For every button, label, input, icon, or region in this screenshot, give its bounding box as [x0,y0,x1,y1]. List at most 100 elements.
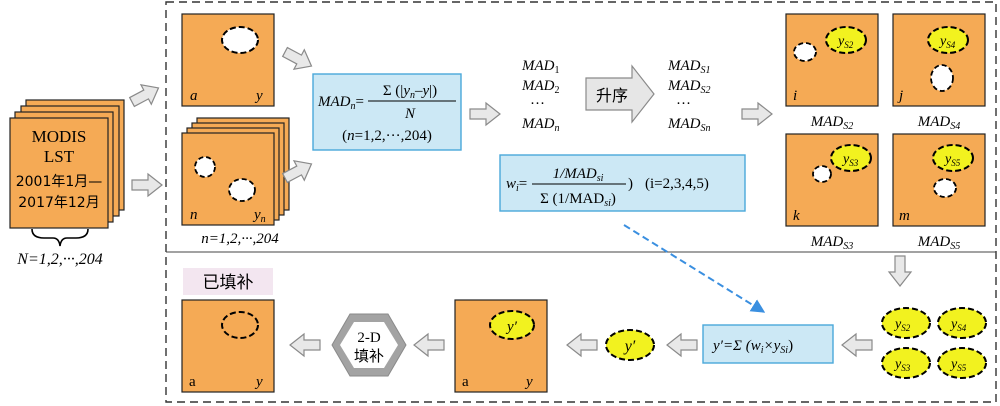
panel-k: yS3 k [785,133,879,227]
hex-line2: 填补 [354,347,384,365]
mad-sorted-sub-1: S1 [701,65,711,76]
mad-sorted-ellipsis: ··· [676,96,691,112]
panel-i-caption-sub: S2 [843,121,853,132]
svg-text:y′=Σ (wi×ySi): y′=Σ (wi×ySi) [711,338,793,356]
panel-i: yS2 i [785,13,879,107]
w-lhs: w [506,176,516,192]
panel-i-ell-sub: S2 [844,40,854,50]
brace-label: N=1,2,···,204 [16,251,102,268]
panel-j-ell: y [938,34,947,49]
mad-list: MAD1 MAD2 ··· MADn [521,58,560,134]
mad-lhs: MAD [317,94,351,110]
panel-k-ell-sub: S3 [849,158,859,168]
group-ell-y-1: y [893,317,902,332]
modis-lst-stack: MODIS LST 2001年1月— 2017年12月 [9,99,125,229]
panel-filled-var: y [254,374,263,390]
mad-list-ellipsis: ··· [530,96,545,112]
svg-text:MADn: MADn [521,116,560,134]
panel-m-ell-sub: S5 [951,158,961,168]
w-lhs-sub: i [516,183,519,194]
svg-text:yS5: yS5 [943,152,961,168]
svg-text:yS3: yS3 [893,357,911,373]
weight-formula-box: wi= 1/MADsi Σ (1/MADsi) ) (i=2,3,4,5) [499,154,746,212]
panel-k-caption: MAD [810,234,844,250]
svg-text:MADS5: MADS5 [917,234,961,252]
panel-i-ell: y [836,34,845,49]
svg-text:yS3: yS3 [841,152,859,168]
group-ell-y-2: y [949,317,958,332]
panel-filled: a y [181,299,275,393]
group-ell-sub-3: S3 [901,363,911,373]
panel-filled-corner: a [189,374,196,390]
panel-k-caption-sub: S3 [843,241,853,252]
svg-text:yS4: yS4 [949,317,967,333]
w-denominator: Σ (1/MAD [540,191,604,207]
mad-sorted-item-1: MAD [667,58,701,74]
panel-j: yS4 j [892,13,986,107]
panel-m-corner: m [899,208,910,224]
w-denominator-close: ) [611,191,616,207]
brace [31,228,89,247]
arrow-n-to-formula [281,159,313,184]
sum-sub-1: i [761,345,764,356]
arrow-sum-to-yprime [666,332,698,358]
mad-num-core: y [401,83,410,99]
modis-label: MODIS [32,127,87,146]
hex-2d-fill: 2-D 填补 [331,313,407,377]
svg-text:MAD1: MAD1 [521,58,560,76]
mad-list-sub-1: 1 [555,65,560,76]
y-prime-label: y′ [623,338,636,355]
filled-label-text: 已填补 [203,273,254,293]
panel-i-caption: MAD [810,114,844,130]
panel-k-corner: k [793,208,800,224]
group-ell-sub-4: S5 [957,363,967,373]
panel-m-caption: MAD [917,234,951,250]
sort-label: 升序 [596,86,628,105]
ellipse-group: yS2 yS4 yS3 yS5 [881,307,987,379]
mad-sorted-list: MADS1 MADS2 ··· MADSn [667,58,711,134]
w-numerator: 1/MAD [553,166,597,182]
arrow-group-to-sum [841,332,873,358]
mad-range-open: ( [342,128,347,144]
svg-text:yS5: yS5 [949,357,967,373]
mad-num-y: y [420,83,429,99]
svg-text:yS2: yS2 [893,317,911,333]
group-ell-sub-2: S4 [957,323,967,333]
date-end: 2017年12月 [18,195,99,211]
w-close-paren: ) [628,176,633,192]
mad-denominator: N [404,106,416,122]
panel-n-var: y [252,207,261,223]
lst-label: LST [44,147,75,166]
mad-eq: = [356,94,364,110]
arrow-panel-to-hex [413,332,445,358]
svg-text:MADS3: MADS3 [810,234,854,252]
mad-list-item-1: MAD [521,58,555,74]
panel-m-caption-sub: S5 [950,241,960,252]
sum-formula-box: y′=Σ (wi×ySi) [702,324,834,364]
panel-bottom-mid-corner: a [462,374,469,390]
svg-text:Σ (|yn–y|): Σ (|yn–y|) [383,83,437,101]
mad-num-core-sub: n [410,90,415,101]
mad-num-close: ) [432,83,437,99]
group-ell-y-4: y [949,357,958,372]
mad-range-rest: =1,2,···,204) [355,128,432,144]
panel-n-var-sub: n [261,214,266,225]
panel-j-corner: j [897,88,903,104]
sort-arrow: 升序 [585,64,655,124]
group-ell-y-3: y [893,357,902,372]
panel-j-caption: MAD [917,114,951,130]
mad-sorted-sub-n: Sn [701,123,711,134]
arrow-formula-to-list [469,101,501,127]
svg-text:yn: yn [252,207,266,225]
panel-bottom-mid: y′ a y [454,299,548,393]
svg-text:yS2: yS2 [836,34,854,50]
y-prime-ellipse: y′ [605,329,655,361]
filled-label: 已填补 [183,268,273,295]
mad-list-sub-2: 2 [555,85,560,96]
w-numerator-sub: si [597,173,604,184]
mad-sorted-item-2: MAD [667,78,701,94]
weight-to-sum-arrow [623,224,766,313]
panel-i-corner: i [793,88,797,104]
mad-list-item-2: MAD [521,78,555,94]
